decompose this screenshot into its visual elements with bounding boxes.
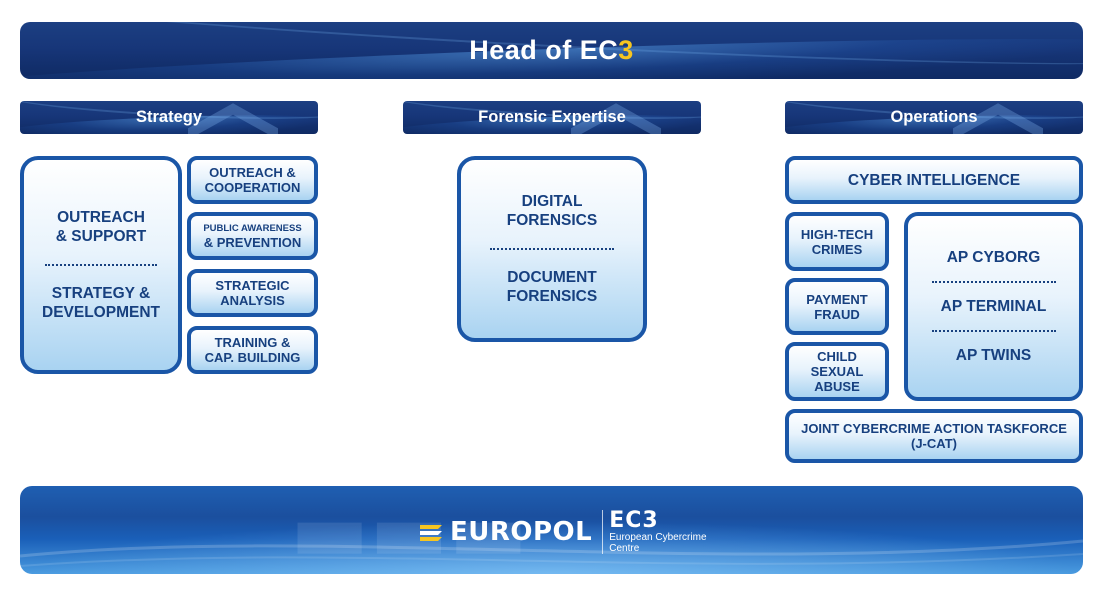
high-tech-crimes-box: HIGH-TECH CRIMES <box>785 212 889 271</box>
ap-twins-label: AP TWINS <box>955 347 1032 364</box>
box-label-line: OUTREACH <box>57 209 145 226</box>
section-banner-strategy: Strategy <box>20 101 318 134</box>
box-label-line: CYBER INTELLIGENCE <box>847 171 1021 189</box>
chevron-decoration <box>571 103 661 134</box>
analysis-projects-box: AP CYBORG AP TERMINAL AP TWINS <box>904 212 1083 401</box>
dotted-divider <box>45 264 157 266</box>
box-label-line: CRIMES <box>811 241 863 257</box>
ec3-subtitle-line: Centre <box>609 543 640 554</box>
ap-terminal-label: AP TERMINAL <box>940 298 1047 315</box>
section-title-strategy: Strategy <box>135 108 203 126</box>
logo-divider <box>602 510 604 554</box>
chevron-decoration <box>953 103 1043 134</box>
box-label-line: CAP. BUILDING <box>204 350 301 365</box>
box-label-line: FORENSICS <box>506 212 598 229</box>
ec3-subtitle-line: European Cybercrime <box>609 532 707 543</box>
section-banner-operations: Operations <box>785 101 1083 134</box>
chevron-decoration <box>188 103 278 134</box>
head-title-accent: 3 <box>618 35 634 65</box>
child-sexual-abuse-box: CHILD SEXUAL ABUSE <box>785 342 889 401</box>
box-label-line: DEVELOPMENT <box>42 304 160 321</box>
strategic-analysis-box: STRATEGIC ANALYSIS <box>187 269 318 317</box>
footer-swoosh-decoration <box>20 539 1083 567</box>
section-title-forensic: Forensic Expertise <box>478 108 626 126</box>
box-label-line: PAYMENT <box>806 291 868 307</box>
box-label-line: HIGH-TECH <box>800 226 874 242</box>
section-banner-forensic: Forensic Expertise <box>403 101 701 134</box>
box-label-line: ANALYSIS <box>220 293 285 308</box>
j-cat-box: JOINT CYBERCRIME ACTION TASKFORCE (J-CAT… <box>785 409 1083 463</box>
outreach-cooperation-box: OUTREACH & COOPERATION <box>187 156 318 204</box>
box-label-line: COOPERATION <box>204 180 301 195</box>
dotted-divider <box>931 330 1056 332</box>
box-label-line: (J-CAT) <box>911 436 957 451</box>
europol-wordmark: EUROPOL <box>450 517 593 547</box>
public-awareness-prevention-box: PUBLIC AWARENESS & PREVENTION <box>187 212 318 260</box>
box-label-line: STRATEGY & <box>51 285 151 302</box>
ec3-wordmark: EC3 <box>609 508 659 533</box>
ap-cyborg-label: AP CYBORG <box>946 249 1041 266</box>
head-title-text: Head of EC <box>469 35 619 65</box>
box-label-line: FORENSICS <box>506 288 598 305</box>
box-label-line: PUBLIC AWARENESS <box>203 223 302 234</box>
box-label-line: & PREVENTION <box>203 235 302 250</box>
box-label-line: & SUPPORT <box>55 228 147 245</box>
cyber-intelligence-box: CYBER INTELLIGENCE <box>785 156 1083 204</box>
box-label-line: ABUSE <box>814 379 860 394</box>
footer-banner: ▬▬▬ EUROPOL EC3 European Cybercrime Cent… <box>20 486 1083 574</box>
box-label-line: FRAUD <box>814 306 860 322</box>
training-capacity-building-box: TRAINING & CAP. BUILDING <box>187 326 318 374</box>
ec3-logo-block: EC3 European Cybercrime Centre <box>609 508 707 555</box>
outreach-support-strategy-box: OUTREACH & SUPPORT STRATEGY & DEVELOPMEN… <box>20 156 182 374</box>
box-label-line: OUTREACH & <box>209 165 296 180</box>
background-watermark: ▬▬▬ <box>290 486 529 574</box>
payment-fraud-box: PAYMENT FRAUD <box>785 278 889 335</box>
europol-logo: EUROPOL EC3 European Cybercrime Centre <box>418 510 707 554</box>
box-label-line: SEXUAL <box>810 364 864 379</box>
box-label-line: JOINT CYBERCRIME ACTION TASKFORCE <box>801 421 1067 436</box>
dotted-divider <box>490 248 614 250</box>
forensics-box: DIGITAL FORENSICS DOCUMENT FORENSICS <box>457 156 647 342</box>
box-label-line: TRAINING & <box>214 335 291 350</box>
box-label-line: DOCUMENT <box>507 269 597 286</box>
box-label-line: DIGITAL <box>521 193 583 210</box>
europol-emblem-icon <box>420 525 442 541</box>
box-label-line: STRATEGIC <box>215 278 290 293</box>
section-title-operations: Operations <box>890 108 978 126</box>
dotted-divider <box>931 281 1056 283</box>
box-label-line: CHILD <box>817 349 857 364</box>
